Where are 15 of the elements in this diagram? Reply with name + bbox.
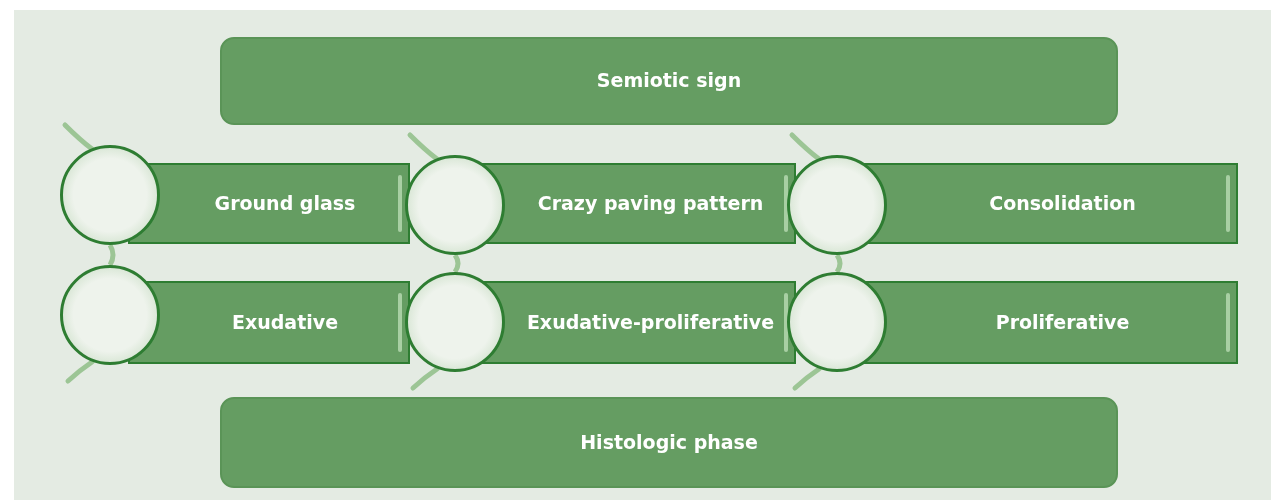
connector-line bbox=[452, 253, 461, 274]
node-label: Exudative-proliferative bbox=[526, 310, 775, 335]
node-label: Ground glass bbox=[214, 191, 356, 216]
label-bar bbox=[128, 163, 410, 244]
category-banner bbox=[220, 37, 1118, 125]
node-label: Crazy paving pattern bbox=[537, 191, 764, 216]
node-label: Exudative bbox=[231, 310, 339, 335]
connector-line bbox=[834, 253, 843, 274]
node-label: Consolidation bbox=[989, 191, 1136, 216]
connector-line bbox=[107, 243, 116, 267]
node-label: Proliferative bbox=[995, 310, 1130, 335]
category-banner bbox=[220, 397, 1118, 488]
label-bar bbox=[128, 281, 410, 364]
node-label: Histologic phase bbox=[580, 430, 758, 455]
node-label: Semiotic sign bbox=[596, 69, 742, 93]
